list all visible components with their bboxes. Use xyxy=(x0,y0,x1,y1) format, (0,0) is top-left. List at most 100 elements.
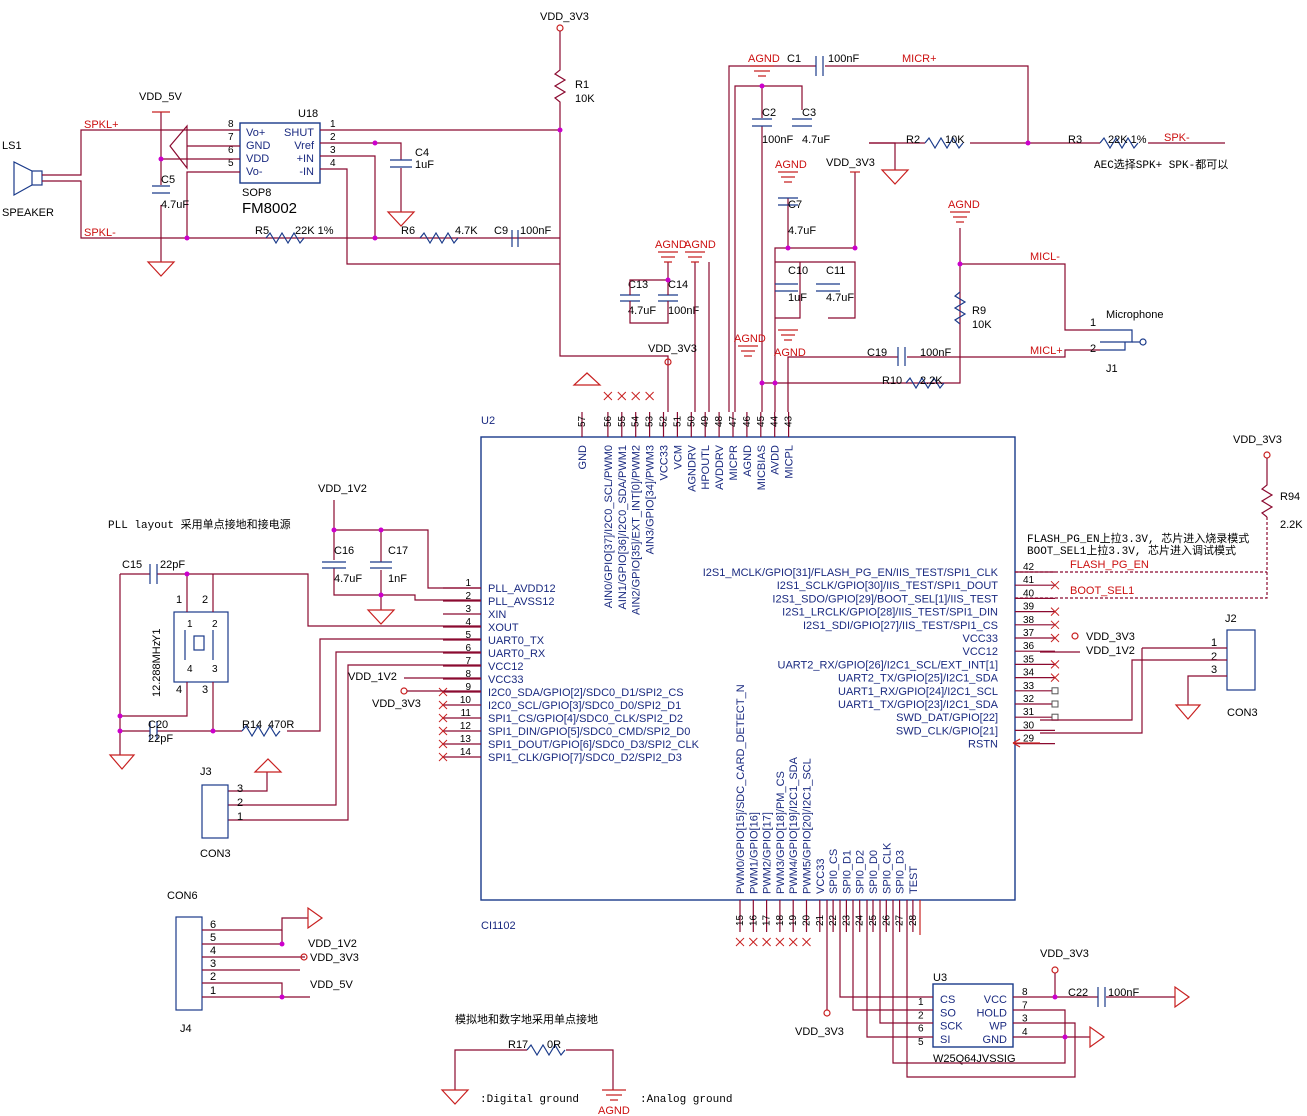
u2-pin-number: 48 xyxy=(714,415,725,427)
u2-pin-number: 51 xyxy=(672,415,683,427)
amp-u18-package: SOP8 xyxy=(242,187,271,199)
u2-pin-number: 38 xyxy=(1023,615,1035,626)
connector-j2-pin-1: 1 xyxy=(1211,637,1217,649)
no-connect-mark xyxy=(438,739,448,749)
u2-pin-name: PWM4/GPIO[19]/I2C1_SDA xyxy=(788,756,800,894)
u2-pin-number: 52 xyxy=(659,415,670,427)
u2-pin-number: 10 xyxy=(460,695,472,706)
net-boot-sel1: BOOT_SEL1 xyxy=(1070,585,1134,597)
pll-avss-wire xyxy=(333,530,481,601)
no-connect-mark xyxy=(1050,660,1060,669)
crystal-y1 xyxy=(120,574,229,731)
flash-pin-number: 6 xyxy=(918,1024,924,1035)
cap-c16-ref: C16 xyxy=(334,545,354,557)
no-connect-mark xyxy=(645,391,654,401)
cap-c17-value: 1nF xyxy=(388,573,407,585)
u2-pin-name: AIN2/GPIO[35]/EXT_INT[0]/PWM2 xyxy=(631,445,643,615)
resistor-r5-ref: R5 xyxy=(255,225,269,237)
u2-pin-name: SPI0_CS xyxy=(828,849,840,894)
u2-pin-number: 12 xyxy=(460,721,472,732)
flash-u3-body xyxy=(932,983,1014,1048)
amp-pin-name: -IN xyxy=(299,166,314,178)
u2-pin-name: VCC33 xyxy=(963,633,998,645)
u2-pin-number: 18 xyxy=(775,914,786,926)
u2-pin-name: SPI0_D0 xyxy=(868,850,880,894)
cap-c15-ref: C15 xyxy=(122,559,142,571)
amp-pin-name: SHUT xyxy=(284,127,314,139)
cap-c4-ref: C4 xyxy=(415,147,429,159)
connector-j3-pin-1: 1 xyxy=(237,811,243,823)
u2-pin-number: 15 xyxy=(735,914,746,926)
resistor-r6-ref: R6 xyxy=(401,225,415,237)
amp-pin-number: 7 xyxy=(228,132,234,143)
u2-pin-name: I2C0_SDA/GPIO[2]/SDC0_D1/SPI2_CS xyxy=(488,687,684,699)
vdd3v3-vcc33-port xyxy=(664,358,672,366)
u2-pin-name: PLL_AVDD12 xyxy=(488,583,556,595)
connector-j4-ref: J4 xyxy=(180,1023,192,1035)
chip-u2-part: CI1102 xyxy=(481,920,516,932)
resistor-r1-value: 10K xyxy=(575,93,595,105)
agnd-c10: AGND xyxy=(774,347,806,359)
u2-pin-name: SPI0_D1 xyxy=(841,850,853,894)
cap-c14 xyxy=(658,294,678,302)
u2-pin-number: 19 xyxy=(788,914,799,926)
u2-pin-name: RSTN xyxy=(968,739,998,751)
no-connect-mark xyxy=(735,937,745,947)
connector-j4-pin-3: 3 xyxy=(210,958,216,970)
u2-pin-number: 40 xyxy=(1023,588,1035,599)
cap-c9-ref: C9 xyxy=(494,225,508,237)
cap-c3-ref: C3 xyxy=(802,107,816,119)
u2-pin-number: 7 xyxy=(465,656,471,667)
u2-pin-number: 27 xyxy=(895,914,906,926)
no-connect-mark xyxy=(617,391,627,401)
u2-pin-number: 16 xyxy=(748,914,759,926)
crystal-ref: Y1 xyxy=(151,629,163,642)
note-pll: PLL layout 采用单点接地和接电源 xyxy=(108,517,291,532)
u2-pin-name: UART2_TX/GPIO[25]/I2C1_SDA xyxy=(838,673,999,685)
u2-pin-number: 29 xyxy=(1023,734,1035,745)
connector-j3-type: CON3 xyxy=(200,848,231,860)
u2-pin-name: PWM1/GPIO[16] xyxy=(748,812,760,894)
u2-pin-number: 37 xyxy=(1023,628,1035,639)
u2-pin-name: I2S1_SDI/GPIO[27]/IIS_TEST/SPI1_CS xyxy=(803,620,998,632)
u2-pin-name: PWM2/GPIO[17] xyxy=(762,812,774,894)
amp-pin-name: GND xyxy=(246,140,271,152)
net-vdd3v3-r94: VDD_3V3 xyxy=(1233,434,1282,446)
cap-c10-ref: C10 xyxy=(788,265,808,277)
test-point xyxy=(1051,713,1059,721)
test-point xyxy=(1051,687,1059,695)
note-digital-ground: :Digital ground xyxy=(480,1094,579,1106)
u2-pin-name: UART0_RX xyxy=(488,648,546,660)
agnd-c14: AGND xyxy=(684,239,716,251)
resistor-r3-value: 22K 1% xyxy=(1108,134,1147,146)
u2-pin-number: 13 xyxy=(460,734,472,745)
flash-pin-name: SO xyxy=(940,1007,956,1019)
u2-pin-name: VCC33 xyxy=(488,674,523,686)
amp-u18-ref: U18 xyxy=(298,108,318,120)
no-connect-mark xyxy=(438,700,448,710)
u2-pin-number: 8 xyxy=(465,669,471,680)
u2-pin-number: 2 xyxy=(465,591,471,602)
resistor-r94-value: 2.2K xyxy=(1280,519,1303,531)
connector-j4-pin-5: 5 xyxy=(210,932,216,944)
u2-pin-number: 53 xyxy=(645,415,656,427)
cap-c5 xyxy=(152,185,170,194)
no-connect-mark xyxy=(788,937,798,947)
u2-pin-name: AIN1/GPIO[36]/I2C0_SDA/PWM1 xyxy=(617,445,629,609)
j3-pin3-wire xyxy=(228,772,268,792)
u2-pin-name: AVDD xyxy=(770,445,782,475)
u2-pin-number: 21 xyxy=(815,914,826,926)
net-vdd5v-j4: VDD_5V xyxy=(310,979,353,991)
amp-pin-number: 3 xyxy=(330,145,336,156)
resistor-r10-value: 2.2K xyxy=(920,375,943,387)
connector-j2-pin-3: 3 xyxy=(1211,664,1217,676)
no-connect-mark xyxy=(748,937,758,947)
speaker-label: SPEAKER xyxy=(2,207,54,219)
connector-j3-body xyxy=(201,784,229,839)
crystal-pin-3-out: 3 xyxy=(202,684,208,696)
net-micl-minus: MICL- xyxy=(1030,251,1060,263)
net-spkl-minus: SPKL- xyxy=(84,227,116,239)
